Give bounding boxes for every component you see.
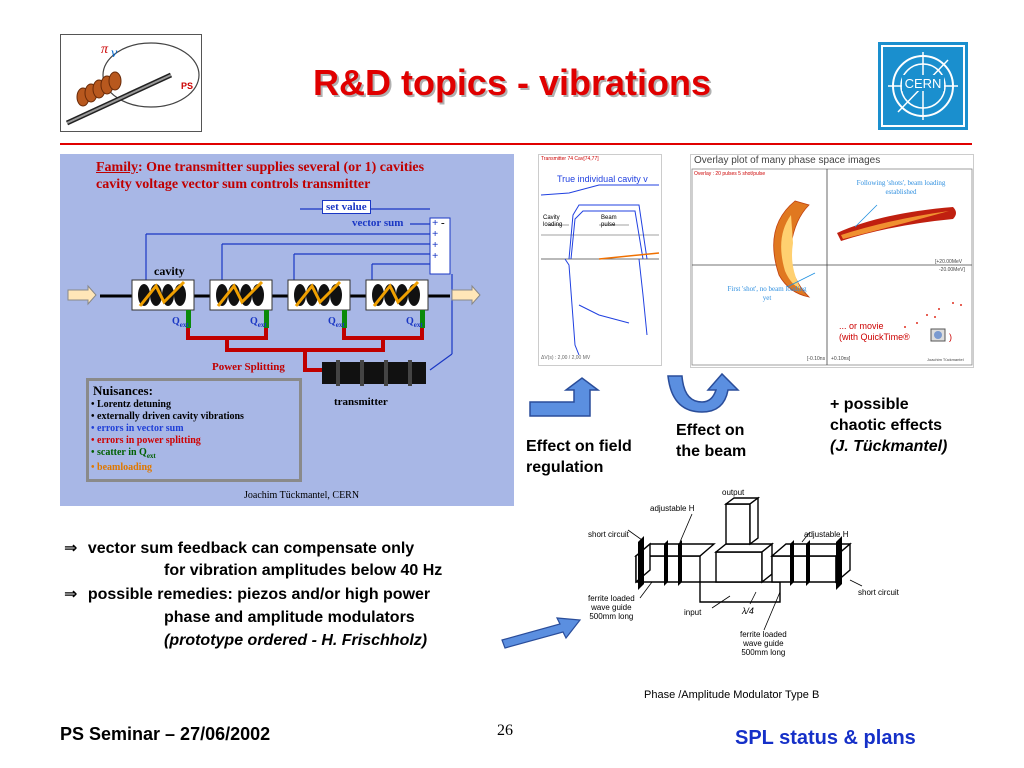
- family-label: Family: [96, 160, 138, 175]
- sum-sign: -: [441, 217, 445, 229]
- family-line: Family: One transmitter supplies several…: [96, 160, 424, 176]
- slide-title: R&D topics - vibrations: [312, 62, 712, 103]
- nuisance-item: • Lorentz detuning: [91, 399, 171, 410]
- lambda-label: λ/4: [742, 606, 754, 616]
- time-tick-right: +0.10ns]: [831, 356, 851, 362]
- ps-logo-text: PS: [181, 81, 193, 91]
- footer-left: PS Seminar – 27/06/2002: [60, 724, 271, 744]
- scope-header: Transmitter 74 Cav[74,77]: [541, 156, 599, 162]
- scope-curve-label: True individual cavity v: [557, 174, 648, 184]
- transmitter-scope-plot: Transmitter 74 Cav[74,77] True individua…: [538, 154, 662, 366]
- bullet-1-line-2: for vibration amplitudes below 40 Hz: [164, 562, 443, 579]
- output-label: output: [722, 488, 745, 497]
- first-shot-label: First 'shot', no beam loading yet: [727, 285, 807, 302]
- bullet-1: ⇒ vector sum feedback can compensate onl…: [64, 538, 414, 560]
- qext-label: Qext: [250, 316, 267, 329]
- ps-logo-graphic: π ν PS: [65, 42, 200, 126]
- bullet-2-line-3: (prototype ordered - H. Frischholz): [164, 632, 428, 649]
- adjustable-h-left-label: adjustable H: [650, 504, 695, 513]
- implies-icon: ⇒: [64, 586, 78, 603]
- sum-sign: +: [432, 250, 439, 262]
- sum-sign: +: [432, 239, 439, 251]
- title-divider: [60, 143, 972, 145]
- bullet-2-line-2: phase and amplitude modulators: [164, 609, 415, 626]
- footer-right: SPL status & plans: [735, 727, 916, 749]
- cern-logo-text: CERN: [905, 76, 942, 91]
- transmitter-label: transmitter: [334, 396, 388, 408]
- power-splitting-label: Power Splitting: [212, 361, 285, 373]
- nuisance-item: • errors in power splitting: [91, 435, 201, 446]
- following-shots-label: Following 'shots', beam loading establis…: [856, 179, 946, 196]
- implies-icon: ⇒: [64, 540, 78, 557]
- movie-paren: ): [949, 332, 952, 342]
- qext-label: Qext: [328, 316, 345, 329]
- time-tick-left: [-0.10ns: [807, 356, 826, 362]
- family-line-2: cavity voltage vector sum controls trans…: [96, 177, 371, 192]
- overlay-label: Overlay : 20 pulses 5 shot/pulse: [694, 171, 766, 177]
- field-regulation-arrow: [529, 377, 601, 417]
- modulator-caption: Phase /Amplitude Modulator Type B: [644, 689, 820, 701]
- svg-text:π: π: [101, 42, 109, 57]
- axis-label-top: [+20.00MeV: [935, 259, 963, 265]
- nuisance-item: • scatter in Qext: [91, 447, 156, 460]
- short-circuit-right-label: short circuit: [858, 588, 899, 597]
- nuisance-item: • errors in vector sum: [91, 423, 184, 434]
- adjustable-h-right-label: adjustable H: [804, 530, 849, 539]
- phase-amplitude-modulator-drawing: output adjustable H adjustable H short c…: [580, 484, 900, 710]
- nuisances-heading: Nuisances:: [93, 383, 153, 398]
- cavity-loading-label: Cavity loading: [543, 215, 563, 228]
- qext-label: Qext: [172, 316, 189, 329]
- page-number: 26: [497, 722, 513, 739]
- phase-space-plot: Overlay plot of many phase space images …: [690, 154, 974, 368]
- svg-text:ν: ν: [111, 46, 118, 61]
- ps-logo: π ν PS: [60, 34, 202, 132]
- cern-logo: CERN: [878, 42, 968, 130]
- movie-label: ... or movie: [839, 321, 884, 331]
- sum-sign: +: [432, 217, 439, 229]
- vector-sum-label: vector sum: [352, 217, 404, 229]
- sum-sign: +: [432, 228, 439, 240]
- quicktime-label: (with QuickTime®: [839, 332, 910, 342]
- nuisances-box: Nuisances: • Lorentz detuning • external…: [86, 378, 302, 482]
- cavity-label: cavity: [154, 264, 185, 278]
- short-circuit-left-label: short circuit: [588, 530, 629, 539]
- beam-pulse-label: Beam pulse: [601, 215, 617, 228]
- diagram-credit: Joachim Tückmantel, CERN: [244, 490, 360, 501]
- nuisance-item: • externally driven cavity vibrations: [91, 411, 244, 422]
- phase-credit: Joachim Tückmantel: [927, 357, 964, 362]
- scope-footer: ΔV(s) : 2,00 / 2,00 MV: [541, 355, 591, 361]
- input-label: input: [684, 608, 702, 617]
- bullet-1-line-1: vector sum feedback can compensate only: [87, 540, 415, 557]
- bullet-2: ⇒ possible remedies: piezos and/or high …: [64, 584, 430, 606]
- qext-label: Qext: [406, 316, 423, 329]
- set-value-label: set value: [322, 200, 371, 214]
- nuisance-item: • beamloading: [91, 462, 153, 473]
- beam-effect-arrow: [667, 372, 740, 413]
- sum-signs: + - + + +: [432, 218, 445, 262]
- family-text: : One transmitter supplies several (or 1…: [138, 160, 425, 175]
- bullet-2-line-1: possible remedies: piezos and/or high po…: [87, 586, 431, 603]
- axis-label-bottom: -20.00MeV]: [939, 267, 965, 273]
- prototype-arrow: [501, 617, 582, 649]
- phase-title: Overlay plot of many phase space images: [694, 155, 881, 166]
